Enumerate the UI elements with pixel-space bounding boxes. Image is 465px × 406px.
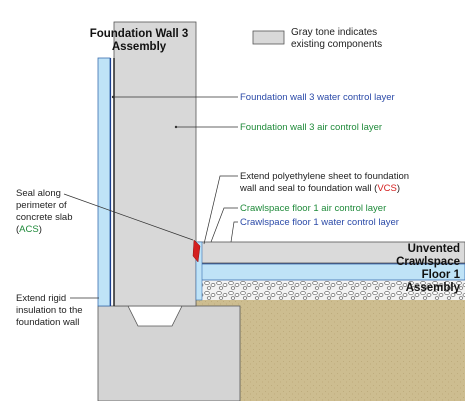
footing: [97, 305, 241, 402]
gravel-layer: [196, 280, 465, 300]
floor-assembly-title: Unvented Crawlspace Floor 1 Assembly: [370, 243, 460, 295]
leader-poly: [203, 175, 238, 245]
leader-seal: [63, 193, 194, 241]
callout-poly-line1: Extend polyethylene sheet to foundation: [240, 171, 410, 182]
callout-poly-vcs: VCS: [377, 183, 397, 194]
callout-rigid-line3: foundation wall: [16, 317, 80, 328]
callout-floor-water-control: Crawlspace floor 1 water control layer: [240, 217, 399, 228]
diagram-title-line2: Assembly: [111, 41, 167, 53]
legend-swatch: [252, 30, 285, 45]
callout-poly-line2: wall and seal to foundation wall (VCS): [240, 183, 400, 194]
callout-seal-acs-open: (: [16, 224, 20, 235]
diagram-title-line1: Foundation Wall 3: [89, 28, 189, 40]
diagram-title: Foundation Wall 3 Assembly: [84, 28, 194, 54]
callout-rigid-line2: insulation to the: [16, 305, 83, 316]
soil: [196, 300, 465, 401]
leader-air-floor: [210, 207, 238, 243]
leader-lines: [63, 96, 238, 299]
floor-title-line1: Unvented: [407, 243, 460, 255]
floor-title-line3: Floor 1: [421, 269, 460, 281]
callout-seal-acs: ACS: [19, 224, 39, 235]
callout-seal-line2: perimeter of: [16, 200, 67, 211]
callout-seal-line1: Seal along: [16, 188, 61, 199]
callout-wall-water-control: Foundation wall 3 water control layer: [240, 92, 395, 103]
exterior-rigid-insulation: [97, 57, 111, 307]
foundation-wall: [113, 21, 197, 307]
callout-poly-line2-a: wall and seal to foundation wall (: [240, 183, 378, 194]
legend-text-line2: existing components: [291, 39, 383, 50]
callout-seal-line3: concrete slab: [16, 212, 73, 223]
callout-poly-line2-b: ): [396, 183, 401, 194]
wall-edge-insulation: [195, 241, 203, 301]
floor-title-line2: Crawlspace: [396, 256, 460, 268]
leader-water-floor: [230, 221, 238, 243]
floor-title-line4: Assembly: [405, 282, 460, 294]
callout-rigid-line1: Extend rigid: [16, 293, 67, 304]
callout-seal-acs-close: ): [38, 224, 42, 235]
callout-floor-air-control: Crawlspace floor 1 air control layer: [240, 203, 387, 214]
callout-seal-line4: (ACS): [16, 224, 42, 235]
legend-text-line1: Gray tone indicates: [291, 27, 378, 38]
callout-wall-air-control: Foundation wall 3 air control layer: [240, 122, 383, 133]
leader-dot-air-wall: [174, 125, 178, 129]
leader-dot-water-wall: [111, 95, 115, 99]
vcs-sealant: [192, 239, 201, 263]
